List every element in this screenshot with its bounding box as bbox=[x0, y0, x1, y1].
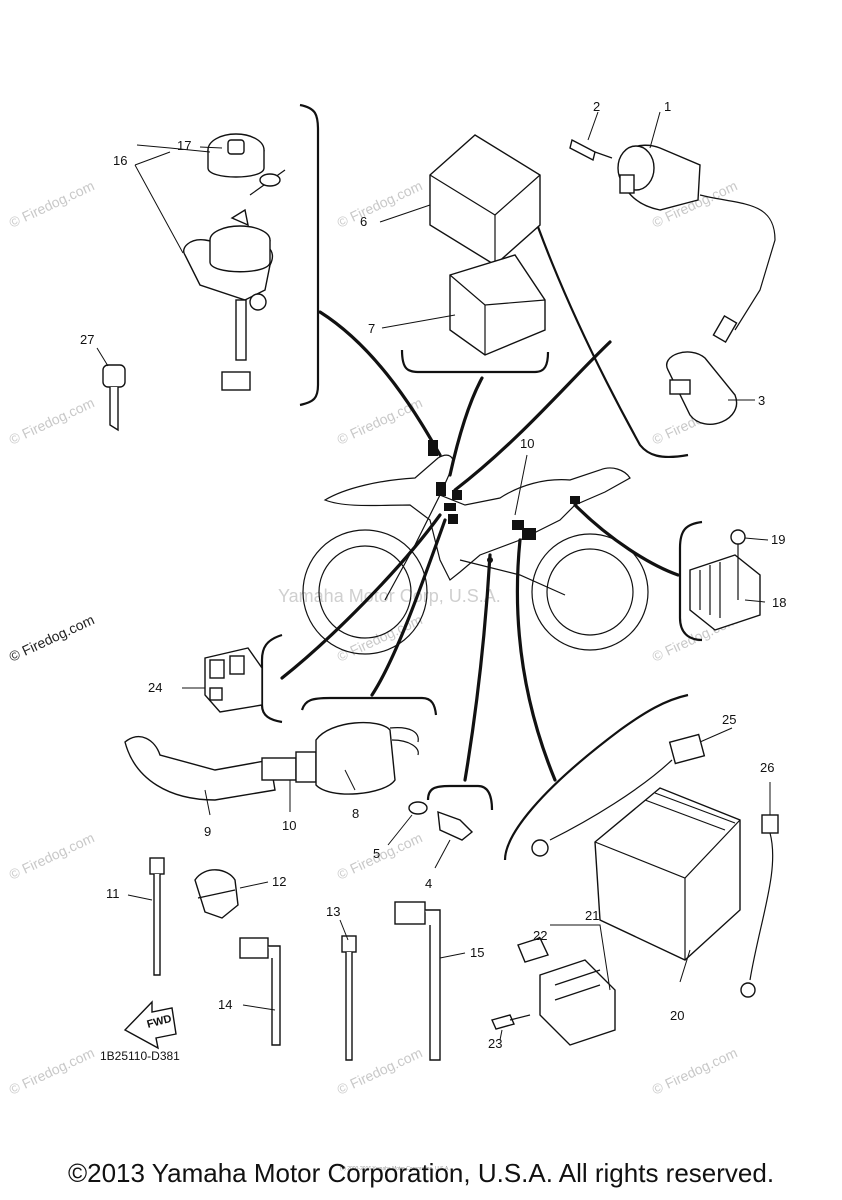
relay-part[interactable] bbox=[204, 647, 263, 713]
harness-sleeve-part[interactable] bbox=[124, 721, 419, 801]
main-switch-part[interactable] bbox=[183, 133, 286, 391]
callout-2: 2 bbox=[593, 99, 600, 114]
callout-8: 8 bbox=[352, 806, 359, 821]
callout-10: 10 bbox=[520, 436, 534, 451]
callout-17: 17 bbox=[177, 138, 191, 153]
callout-22: 22 bbox=[533, 928, 547, 943]
wire-harness bbox=[280, 310, 680, 782]
watermark: © Firedog.com bbox=[7, 394, 97, 447]
callout-25: 25 bbox=[722, 712, 736, 727]
callout-20: 20 bbox=[670, 1008, 684, 1023]
callout-13: 13 bbox=[326, 904, 340, 919]
callout-21: 21 bbox=[585, 908, 599, 923]
callout-5: 5 bbox=[373, 846, 380, 861]
clamp-part[interactable] bbox=[194, 869, 239, 919]
center-watermark: Yamaha Motor Corp, U.S.A. bbox=[278, 586, 501, 606]
cdi-unit-part[interactable] bbox=[429, 134, 546, 356]
band-connector-part[interactable] bbox=[394, 901, 441, 1061]
watermark: © Firedog.com bbox=[335, 394, 425, 447]
small-print: (c) 2000-2016 Yamaha Motor Corporation, … bbox=[340, 1166, 450, 1172]
battery-lead-part[interactable] bbox=[531, 733, 779, 998]
starter-relay-part[interactable] bbox=[491, 937, 616, 1046]
watermark: © Firedog.com bbox=[7, 177, 97, 230]
rectifier-part[interactable] bbox=[689, 529, 761, 631]
callout-10: 10 bbox=[282, 818, 296, 833]
drawing-code: 1B25110-D381 bbox=[100, 1049, 180, 1063]
leader-lines bbox=[96, 111, 771, 1041]
callout-26: 26 bbox=[760, 760, 774, 775]
cable-tie-part[interactable] bbox=[149, 857, 165, 976]
key-part[interactable] bbox=[102, 364, 126, 432]
fwd-arrow: FWD bbox=[123, 1000, 177, 1050]
callout-6: 6 bbox=[360, 214, 367, 229]
callout-3: 3 bbox=[758, 393, 765, 408]
callout-labels: 1 2 3 4 5 6 7 8 9 10 10 11 12 13 14 15 1… bbox=[80, 99, 786, 1051]
watermark: © Firedog.com bbox=[335, 177, 425, 230]
callout-1: 1 bbox=[664, 99, 671, 114]
neutral-switch-part[interactable] bbox=[408, 801, 474, 841]
watermark: © Firedog.com bbox=[7, 829, 97, 882]
ignition-coil-part[interactable] bbox=[569, 138, 776, 425]
motorcycle-outline bbox=[302, 454, 649, 655]
copyright-footer: ©2013 Yamaha Motor Corporation, U.S.A. A… bbox=[67, 1158, 775, 1188]
watermark: © Firedog.com bbox=[7, 1044, 97, 1097]
callout-15: 15 bbox=[470, 945, 484, 960]
watermark: © Firedog.com bbox=[650, 1044, 740, 1097]
band-connector-part[interactable] bbox=[239, 937, 281, 1046]
callout-24: 24 bbox=[148, 680, 162, 695]
callout-4: 4 bbox=[425, 876, 432, 891]
callout-19: 19 bbox=[771, 532, 785, 547]
callout-14: 14 bbox=[218, 997, 232, 1012]
callout-11: 11 bbox=[106, 886, 120, 901]
callout-23: 23 bbox=[488, 1036, 502, 1051]
callout-12: 12 bbox=[272, 874, 286, 889]
callout-16: 16 bbox=[113, 153, 127, 168]
callout-18: 18 bbox=[772, 595, 786, 610]
group-brackets bbox=[260, 103, 703, 861]
band-part[interactable] bbox=[341, 935, 357, 1061]
callout-9: 9 bbox=[204, 824, 211, 839]
callout-27: 27 bbox=[80, 332, 94, 347]
callout-7: 7 bbox=[368, 321, 375, 336]
battery-part[interactable] bbox=[594, 787, 741, 961]
watermark: © Firedog.com bbox=[7, 611, 97, 664]
